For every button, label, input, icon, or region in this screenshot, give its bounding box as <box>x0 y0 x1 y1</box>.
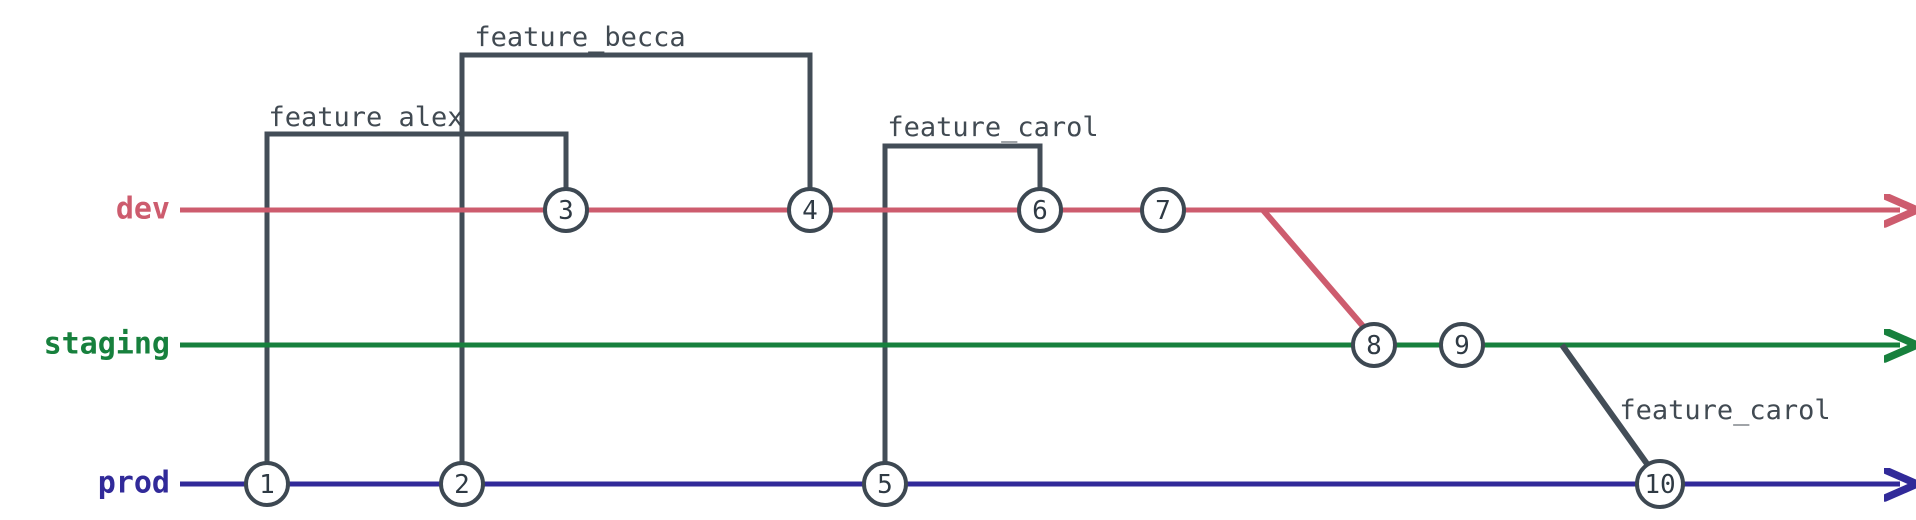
branch-label-feature-alex: feature_alex <box>268 102 463 133</box>
commit-node-2[interactable]: 2 <box>439 461 485 507</box>
branch-label-feature-becca: feature_becca <box>474 22 685 53</box>
lane-label-staging: staging <box>44 327 170 362</box>
commit-label: 4 <box>802 196 818 226</box>
commit-node-1[interactable]: 1 <box>244 461 290 507</box>
commit-label: 2 <box>454 470 470 500</box>
commit-label: 8 <box>1366 331 1382 361</box>
commit-circle[interactable] <box>1439 322 1485 368</box>
commit-circle[interactable] <box>1140 187 1186 233</box>
commit-label: 1 <box>259 470 275 500</box>
feature-branch-path-feature-alex <box>264 131 569 484</box>
commit-circle[interactable] <box>439 461 485 507</box>
commit-node-4[interactable]: 4 <box>787 187 833 233</box>
commit-circle[interactable] <box>862 461 908 507</box>
lane-lines-group <box>180 210 1900 484</box>
commit-circle[interactable] <box>1351 322 1397 368</box>
commit-node-5[interactable]: 5 <box>862 461 908 507</box>
commit-label: 5 <box>877 470 893 500</box>
lane-labels-group: dev staging prod <box>44 192 170 501</box>
feature-branches-group <box>264 52 1043 484</box>
feature-branch-path-feature-becca <box>459 52 813 484</box>
commit-label: 7 <box>1155 196 1171 226</box>
commit-circle[interactable] <box>543 187 589 233</box>
commit-node-10[interactable]: 10 <box>1635 459 1685 509</box>
commit-label: 9 <box>1454 331 1470 361</box>
lane-label-prod: prod <box>98 466 170 501</box>
commit-node-7[interactable]: 7 <box>1140 187 1186 233</box>
branch-label-merge-feature-carol: feature_carol <box>1619 395 1830 426</box>
commit-nodes-group: 1 2 3 4 5 6 7 <box>244 187 1685 509</box>
feature-branch-path-feature-carol <box>882 143 1043 484</box>
commit-circle[interactable] <box>1017 187 1063 233</box>
branch-label-feature-carol: feature_carol <box>887 112 1098 143</box>
commit-node-9[interactable]: 9 <box>1439 322 1485 368</box>
commit-node-8[interactable]: 8 <box>1351 322 1397 368</box>
feature-branch-labels-group: feature_alex feature_becca feature_carol… <box>268 22 1830 426</box>
merge-line-staging-to-prod <box>1559 343 1653 470</box>
commit-label: 3 <box>558 196 574 226</box>
merge-lines-group <box>1260 208 1653 470</box>
commit-circle[interactable] <box>244 461 290 507</box>
commit-label: 6 <box>1032 196 1048 226</box>
commit-node-3[interactable]: 3 <box>543 187 589 233</box>
commit-node-6[interactable]: 6 <box>1017 187 1063 233</box>
commit-circle[interactable] <box>1635 459 1685 509</box>
merge-line-dev-to-staging <box>1260 208 1371 334</box>
lane-label-dev: dev <box>116 192 170 227</box>
commit-circle[interactable] <box>787 187 833 233</box>
commit-label: 10 <box>1644 470 1675 500</box>
